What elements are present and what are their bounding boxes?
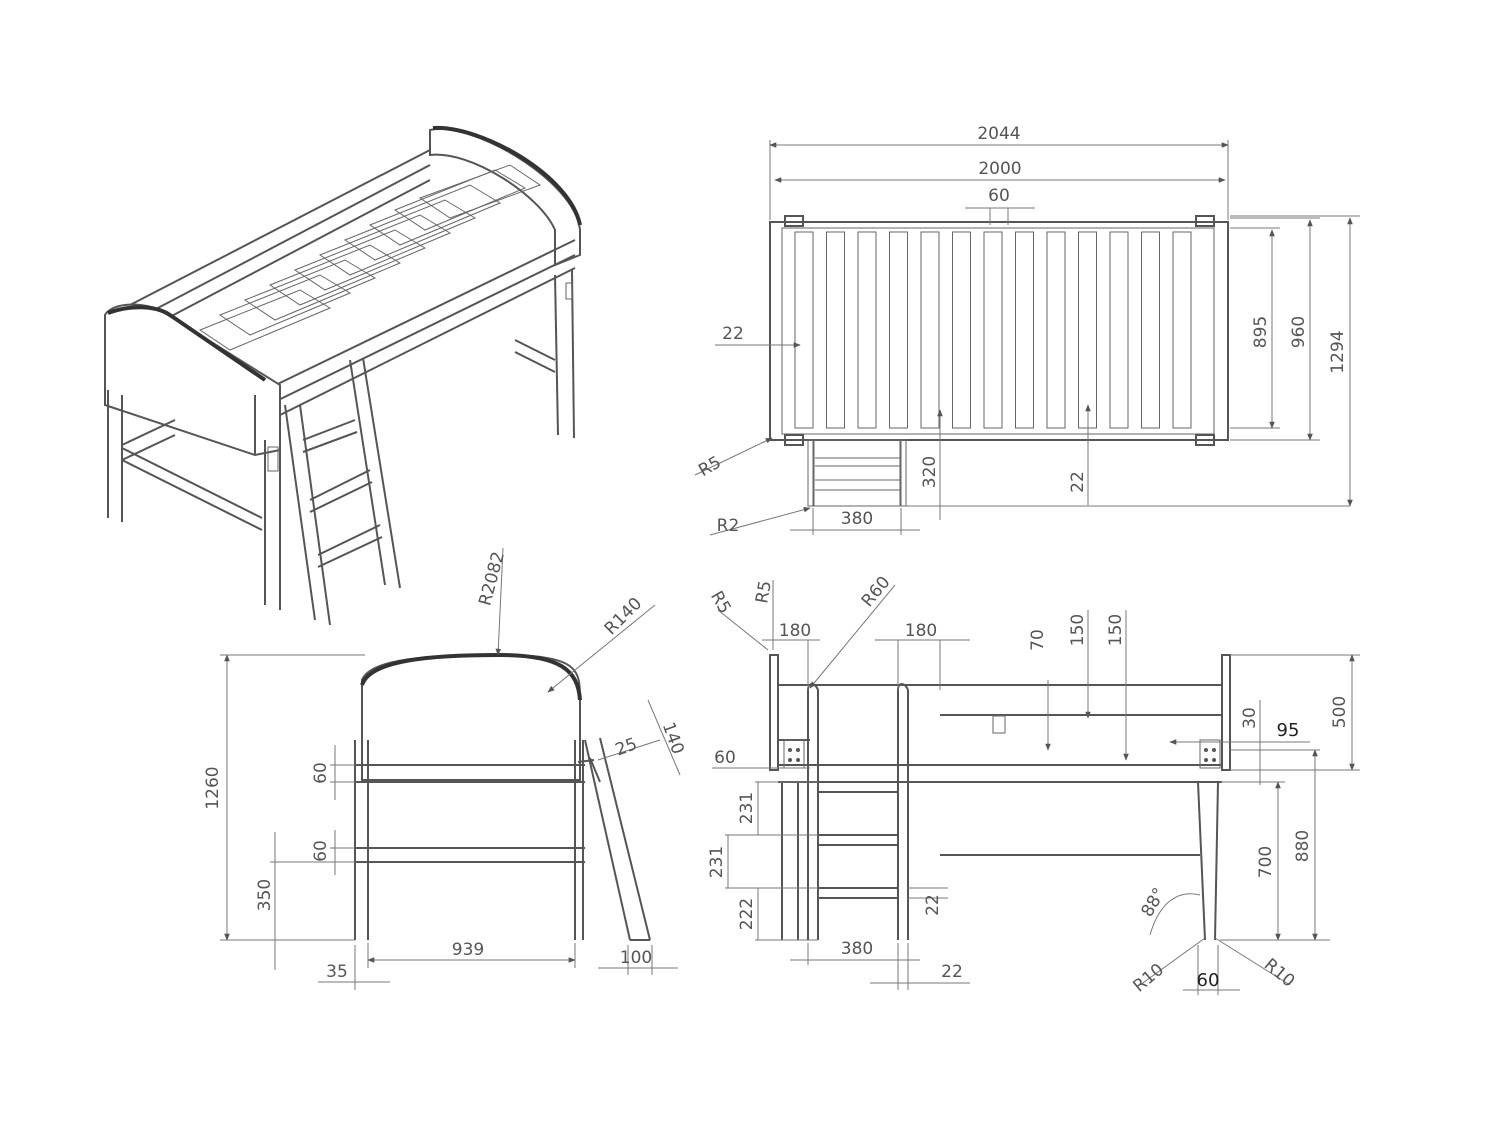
dim-guard-height: 500 — [1330, 696, 1350, 728]
dim-slat-length: 895 — [1251, 316, 1271, 348]
dim-corner-radius: R5 — [695, 452, 725, 481]
dim-70: 70 — [1028, 629, 1048, 651]
dim-30: 30 — [1240, 707, 1260, 729]
top-slat — [857, 231, 877, 429]
dim-overall-width: 1294 — [1328, 330, 1348, 373]
dim-rail-height-top: 60 — [311, 762, 331, 784]
top-slat — [983, 231, 1003, 429]
top-slat — [1109, 231, 1129, 429]
dim-side-ladder-width: 380 — [841, 939, 873, 959]
dim-leg-radius-right: R10 — [1260, 955, 1298, 992]
dim-ladder-post: 180 — [779, 621, 811, 641]
dim-angle: 88° — [1137, 884, 1169, 920]
dim-arc-radius: R2082 — [475, 550, 509, 608]
top-slat — [920, 231, 940, 429]
end-view: R2082 R140 1260 60 60 350 939 35 100 25 — [203, 547, 688, 990]
top-slat — [1046, 231, 1066, 429]
side-view: R5 R5 R60 180 180 70 150 150 500 30 95 6… — [706, 573, 1360, 997]
dim-side-ladder-thick: 22 — [941, 962, 963, 982]
dim-leg-width: 60 — [1197, 970, 1220, 991]
top-slat — [1078, 231, 1097, 429]
dim-inner-length: 2000 — [978, 159, 1021, 179]
top-slat — [826, 231, 845, 429]
dim-ladder-radius: R2 — [717, 516, 740, 536]
dim-side-radius-c: R60 — [858, 573, 895, 611]
dim-ladder-bevel: 25 — [613, 734, 640, 760]
top-slat — [952, 231, 971, 429]
dim-step-231-a: 231 — [737, 792, 757, 824]
top-slat — [1015, 231, 1034, 429]
top-slat — [1141, 231, 1160, 429]
dim-ladder-top: 140 — [658, 720, 688, 757]
dim-end-gap: 22 — [1068, 471, 1088, 493]
top-view: 2044 2000 60 22 R5 R2 380 320 22 895 960 — [694, 124, 1360, 536]
dim-end-leg-width: 35 — [326, 962, 348, 982]
top-slat — [889, 231, 908, 429]
dim-corner-radius-end: R140 — [601, 594, 646, 639]
dim-ladder-post-right: 180 — [905, 621, 937, 641]
dim-end-inner-width: 939 — [452, 940, 484, 960]
dim-leg-radius-left: R10 — [1130, 960, 1168, 997]
dim-150-b: 150 — [1106, 614, 1126, 646]
dim-low-rail-height: 350 — [255, 879, 275, 911]
dim-step-222: 222 — [737, 898, 757, 930]
dim-rail-60: 60 — [714, 748, 736, 768]
dim-overall-length: 2044 — [977, 124, 1020, 144]
dim-end-height: 1260 — [203, 766, 223, 809]
dim-rail-thickness: 22 — [722, 324, 744, 344]
top-slat — [1172, 231, 1192, 429]
dim-slat-gap: 60 — [988, 186, 1010, 206]
dim-deck-height: 700 — [1256, 846, 1276, 878]
dim-step-231-b: 231 — [707, 846, 727, 878]
isometric-view — [104, 125, 582, 626]
dim-step-22: 22 — [923, 894, 943, 916]
dim-rail-height-low: 60 — [311, 840, 331, 862]
dim-side-radius-a: R5 — [706, 588, 735, 618]
dim-inner-width: 960 — [1289, 316, 1309, 348]
dim-total-height: 880 — [1293, 830, 1313, 862]
dim-ladder-width: 380 — [841, 509, 873, 529]
dim-ladder-foot: 100 — [620, 948, 652, 968]
dim-side-radius-b: R5 — [752, 579, 776, 605]
top-slat — [794, 231, 814, 429]
dim-95: 95 — [1277, 720, 1300, 741]
dim-ladder-offset: 320 — [920, 456, 940, 488]
dim-150-a: 150 — [1068, 614, 1088, 646]
